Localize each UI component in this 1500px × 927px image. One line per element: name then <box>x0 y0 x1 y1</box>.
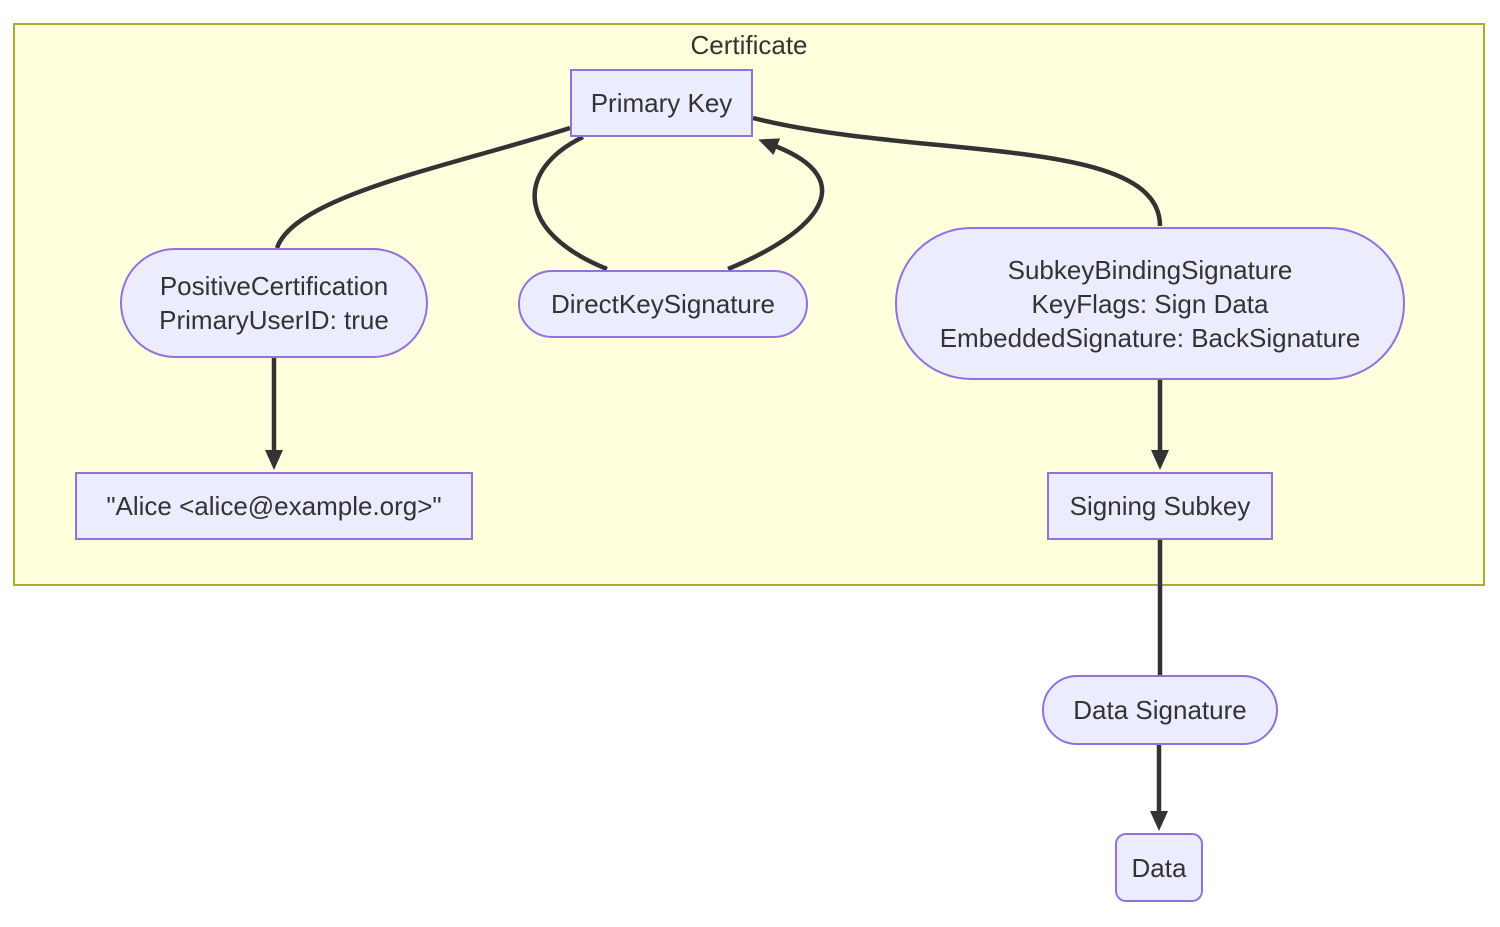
node-positive-certification: PositiveCertification PrimaryUserID: tru… <box>120 248 428 358</box>
node-data: Data <box>1115 833 1203 902</box>
edge-primary-key-direct-key-signature <box>532 134 608 272</box>
node-subkey-binding-signature: SubkeyBindingSignature KeyFlags: Sign Da… <box>895 227 1405 380</box>
node-subkey-binding-signature-line3: EmbeddedSignature: BackSignature <box>939 322 1361 353</box>
node-user-id: "Alice <alice@example.org>" <box>75 472 473 540</box>
node-positive-certification-line1: PositiveCertification <box>159 271 389 301</box>
edge-primary-key-positive-certification <box>274 125 571 249</box>
node-subkey-binding-signature-line1: SubkeyBindingSignature <box>1007 254 1293 285</box>
node-subkey-binding-signature-line2: KeyFlags: Sign Data <box>1031 288 1269 319</box>
node-direct-key-signature: DirectKeySignature <box>518 270 808 338</box>
node-primary-key: Primary Key <box>570 69 753 137</box>
node-positive-certification-line2: PrimaryUserID: true <box>159 305 389 335</box>
node-data-signature: Data Signature <box>1042 675 1278 745</box>
node-primary-key-label: Primary Key <box>590 88 733 118</box>
node-data-signature-label: Data Signature <box>1073 695 1247 725</box>
node-signing-subkey-label: Signing Subkey <box>1069 491 1251 521</box>
node-data-label: Data <box>1131 852 1187 883</box>
node-signing-subkey: Signing Subkey <box>1047 472 1273 540</box>
node-direct-key-signature-label: DirectKeySignature <box>551 289 775 319</box>
edge-primary-key-subkey-binding-signature <box>752 115 1163 227</box>
cluster-title: Certificate <box>690 30 808 60</box>
edge-direct-key-signature-primary-key <box>727 138 825 272</box>
node-user-id-label: "Alice <alice@example.org>" <box>106 491 442 521</box>
